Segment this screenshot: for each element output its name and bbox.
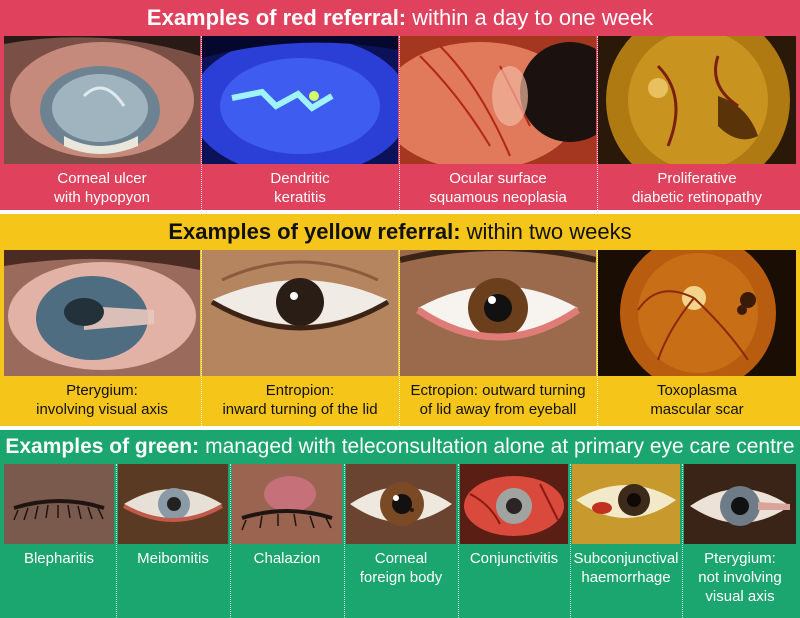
caption-line: Proliferative <box>657 170 737 187</box>
blepharitis-photo <box>4 464 114 544</box>
caption-meibomitis: Meibomitis <box>118 546 228 616</box>
dendritic-keratitis-photo <box>202 36 398 164</box>
red-heading-rest: within a day to one week <box>412 5 654 30</box>
meibomitis-photo <box>118 464 228 544</box>
red-divider <box>597 36 598 210</box>
caption-line: Conjunctivitis <box>469 550 559 567</box>
caption-entropion: Entropion: inward turning of the lid <box>202 378 398 424</box>
corneal-foreign-body-photo <box>346 464 456 544</box>
caption-line: Corneal <box>374 550 428 567</box>
caption-line: mascular scar <box>650 401 744 418</box>
caption-line: Blepharitis <box>23 550 95 567</box>
caption-line: Pterygium: <box>704 550 776 567</box>
caption-ocular-surface-neoplasia: Ocular surface squamous neoplasia <box>400 166 596 210</box>
caption-line: Chalazion <box>253 550 321 567</box>
subconjunctival-haemorrhage-photo <box>572 464 680 544</box>
caption-line: keratitis <box>274 189 326 206</box>
caption-pterygium-not-visual-axis: Pterygium: not involving visual axis <box>684 546 796 616</box>
red-heading-bold: Examples of red referral: <box>146 5 407 30</box>
green-divider <box>116 464 117 618</box>
corneal-ulcer-photo <box>4 36 200 164</box>
caption-line: with hypopyon <box>54 189 150 206</box>
pterygium-not-visual-axis-photo <box>684 464 796 544</box>
pterygium-visual-axis-photo <box>4 250 200 376</box>
red-referral-heading: Examples of red referral: within a day t… <box>0 0 800 36</box>
green-divider <box>570 464 571 618</box>
caption-toxoplasma-scar: Toxoplasma mascular scar <box>598 378 796 424</box>
caption-subconjunctival-haemorrhage: Subconjunctival haemorrhage <box>572 546 680 616</box>
yellow-heading-bold: Examples of yellow referral: <box>168 219 461 244</box>
caption-ectropion: Ectropion: outward turning of lid away fr… <box>400 378 596 424</box>
caption-line: Toxoplasma <box>656 382 738 399</box>
conjunctivitis-photo <box>460 464 568 544</box>
green-divider <box>682 464 683 618</box>
caption-dendritic-keratitis: Dendritic keratitis <box>202 166 398 210</box>
caption-line: of lid away from eyeball <box>419 401 577 418</box>
green-heading-bold: Examples of green: <box>5 435 200 458</box>
caption-pterygium-visual-axis: Pterygium: involving visual axis <box>4 378 200 424</box>
caption-line: Ectropion: outward turning <box>410 382 586 399</box>
caption-line: diabetic retinopathy <box>631 189 763 206</box>
ectropion-photo <box>400 250 596 376</box>
green-heading: Examples of green: managed with telecons… <box>0 430 800 464</box>
caption-line: foreign body <box>359 569 443 586</box>
yellow-divider <box>201 250 202 426</box>
caption-line: not involving <box>698 569 782 586</box>
green-heading-rest: managed with teleconsultation alone at p… <box>205 435 795 458</box>
entropion-photo <box>202 250 398 376</box>
caption-line: Dendritic <box>270 170 330 187</box>
yellow-divider <box>399 250 400 426</box>
caption-corneal-foreign-body: Corneal foreign body <box>346 546 456 616</box>
green-divider <box>458 464 459 618</box>
caption-corneal-ulcer: Corneal ulcer with hypopyon <box>4 166 200 210</box>
caption-line: Meibomitis <box>137 550 209 567</box>
proliferative-retinopathy-photo <box>598 36 796 164</box>
yellow-divider <box>597 250 598 426</box>
red-divider <box>201 36 202 210</box>
ocular-surface-neoplasia-photo <box>400 36 596 164</box>
caption-line: inward turning of the lid <box>222 401 378 418</box>
caption-line: Entropion: <box>265 382 335 399</box>
yellow-heading-rest: within two weeks <box>466 219 632 244</box>
caption-line: Ocular surface <box>449 170 547 187</box>
caption-chalazion: Chalazion <box>232 546 342 616</box>
caption-line: haemorrhage <box>581 569 671 586</box>
caption-diabetic-retinopathy: Proliferative diabetic retinopathy <box>598 166 796 210</box>
toxoplasma-scar-photo <box>598 250 796 376</box>
caption-blepharitis: Blepharitis <box>4 546 114 616</box>
caption-line: Subconjunctival <box>573 550 679 567</box>
caption-line: squamous neoplasia <box>429 189 567 206</box>
green-divider <box>230 464 231 618</box>
caption-conjunctivitis: Conjunctivitis <box>460 546 568 616</box>
caption-line: Pterygium: <box>66 382 138 399</box>
yellow-referral-heading: Examples of yellow referral: within two … <box>0 214 800 250</box>
caption-line: visual axis <box>705 588 775 605</box>
chalazion-photo <box>232 464 342 544</box>
caption-line: involving visual axis <box>36 401 168 418</box>
caption-line: Corneal ulcer <box>57 170 147 187</box>
green-divider <box>344 464 345 618</box>
red-divider <box>399 36 400 210</box>
